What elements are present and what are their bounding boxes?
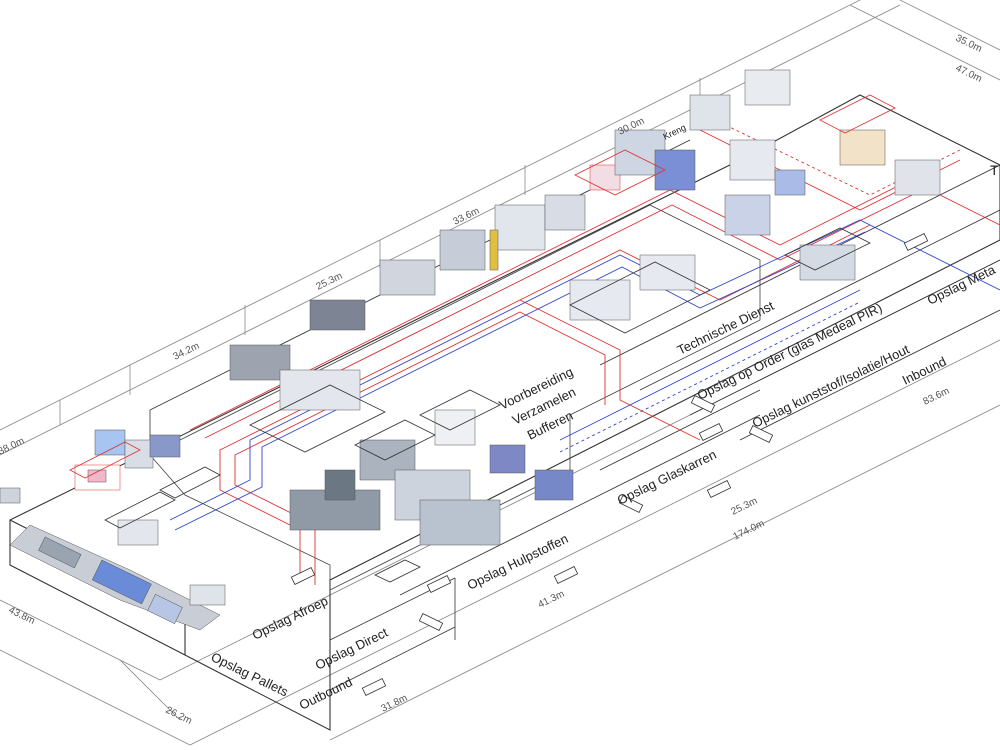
machines	[0, 69, 941, 631]
dock-doors	[290, 233, 929, 696]
dim-top-1: 34.2m	[171, 341, 201, 363]
label-t: T	[990, 162, 999, 178]
dim-bottom-3: 41.3m	[536, 589, 566, 611]
label-technische-dienst: Technische Dienst	[675, 298, 777, 358]
dim-bottom-4: 25.3m	[729, 496, 759, 518]
label-outbound: Outbound	[297, 674, 355, 713]
label-inbound: Inbound	[900, 354, 949, 388]
dim-top-6: 47.0m	[954, 63, 984, 85]
label-opslag-pallets: Opslag Pallets	[209, 649, 291, 699]
dim-top-2: 25.3m	[314, 271, 344, 293]
dim-top-5: 35.0m	[954, 33, 984, 55]
label-kreng: Kreng	[661, 122, 687, 142]
label-opslag-afroep: Opslag Afroep	[250, 593, 331, 643]
dim-top-0: 38.0m	[0, 436, 26, 458]
dim-bottom-5: 174.0m	[731, 518, 766, 543]
building-outline	[9, 94, 1000, 731]
dim-top-3: 33.6m	[451, 206, 481, 228]
dim-bottom-1: 26.2m	[164, 705, 194, 727]
label-opslag-metaal: Opslag Meta	[925, 262, 999, 308]
label-opslag-glaskarren: Opslag Glaskarren	[615, 447, 719, 508]
dim-bottom-6: 83.6m	[921, 386, 951, 408]
rooms	[69, 94, 896, 583]
dim-bottom-2: 31.8m	[379, 693, 409, 715]
dim-bottom-0: 43.8m	[7, 605, 37, 627]
